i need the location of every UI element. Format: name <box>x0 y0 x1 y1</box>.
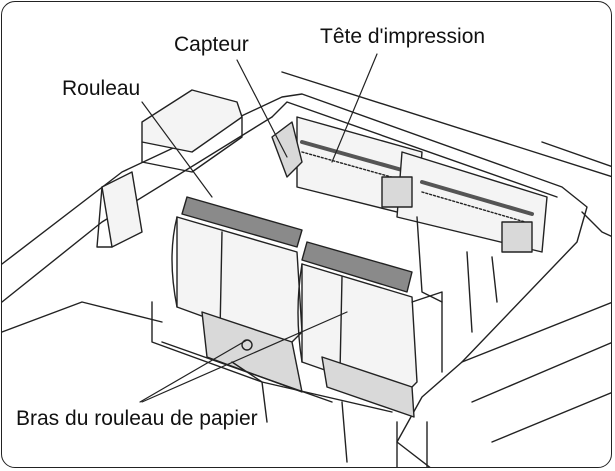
label-rouleau: Rouleau <box>62 77 141 100</box>
print-head-assembly <box>271 116 548 333</box>
label-capteur: Capteur <box>174 33 249 56</box>
leader-lines <box>139 53 378 403</box>
roller-left <box>171 196 303 393</box>
label-bras-rouleau-papier: Bras du rouleau de papier <box>16 407 258 430</box>
roller-right <box>297 241 443 418</box>
label-tete-impression: Tête d'impression <box>320 25 486 48</box>
paper-tray <box>151 301 393 463</box>
